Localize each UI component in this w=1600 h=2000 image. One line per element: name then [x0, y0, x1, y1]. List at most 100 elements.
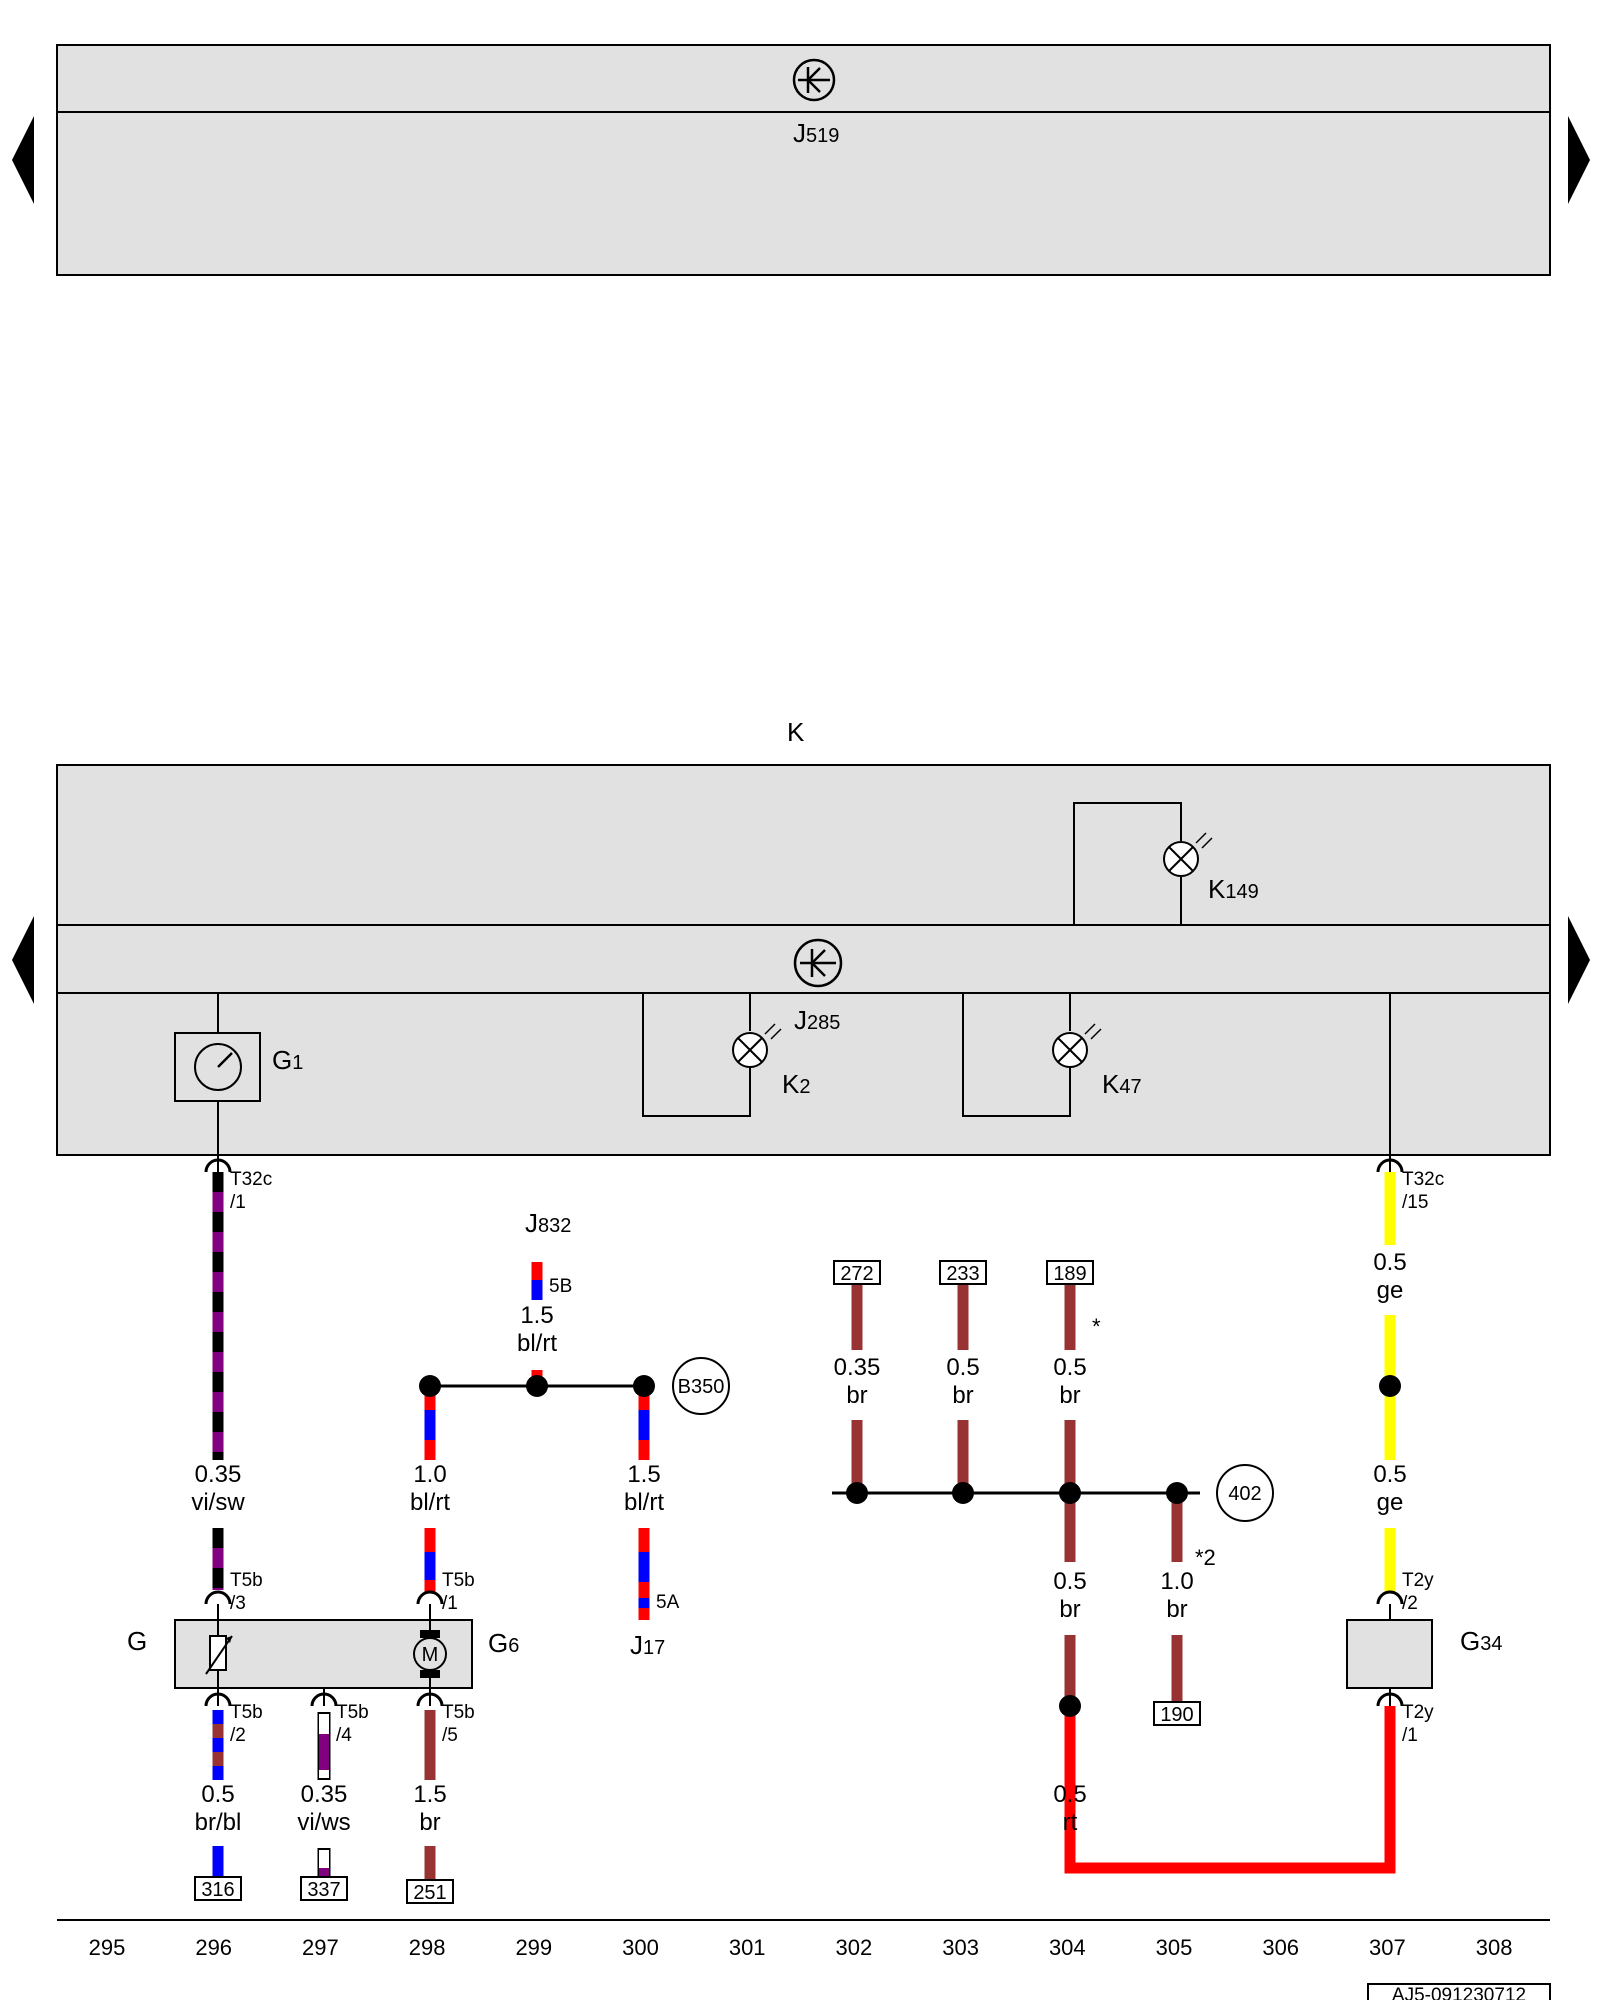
svg-text:br: br: [1059, 1596, 1080, 1623]
svg-text:/4: /4: [336, 1725, 352, 1746]
svg-text:T2y: T2y: [1402, 1702, 1434, 1723]
document-id-box: AJ5-091230712: [1367, 1983, 1551, 2000]
svg-text:0.5: 0.5: [1373, 1461, 1406, 1488]
column-number: 297: [302, 1935, 339, 1960]
column-number: 302: [836, 1935, 873, 1960]
lamp-icon: [732, 1023, 782, 1068]
svg-text:br: br: [1059, 1382, 1080, 1409]
g6-label: G6: [488, 1628, 519, 1658]
k149-label: K149: [1208, 874, 1259, 904]
svg-text:1.0: 1.0: [413, 1461, 446, 1488]
svg-text:0.35: 0.35: [301, 1781, 348, 1808]
column-number: 306: [1262, 1935, 1299, 1960]
connector-labels: T32c /1 T32c /15 T5b /3 T5b /1 T5b /2 T5…: [230, 1169, 1444, 1746]
k149-warning-lamp: [1073, 802, 1213, 925]
g1-label: G1: [272, 1045, 303, 1075]
splice-b350-badge: B350: [672, 1357, 730, 1415]
svg-text:T32c: T32c: [1402, 1169, 1444, 1190]
svg-text:5B: 5B: [549, 1276, 572, 1297]
g-g6-sender-unit: M: [174, 1619, 473, 1689]
connector-stems: [217, 1155, 1391, 1706]
svg-text:T5b: T5b: [230, 1702, 263, 1723]
svg-text:T5b: T5b: [230, 1570, 263, 1591]
svg-text:B350: B350: [678, 1376, 725, 1398]
column-number: 305: [1156, 1935, 1193, 1960]
j285-label: J285: [794, 1005, 840, 1035]
ref-box-190[interactable]: 190: [1153, 1701, 1201, 1726]
svg-text:1.5: 1.5: [627, 1461, 660, 1488]
k47-warning-lamp: [962, 993, 1102, 1117]
svg-text:1.0: 1.0: [1160, 1568, 1193, 1595]
page-next-arrow-icon[interactable]: [1568, 116, 1590, 204]
svg-text:189: 189: [1053, 1263, 1086, 1285]
ref-box-272[interactable]: 272: [833, 1260, 881, 1285]
g34-label: G34: [1460, 1626, 1502, 1656]
column-number: 308: [1476, 1935, 1513, 1960]
electronic-symbol-icon: [793, 938, 843, 988]
column-number: 304: [1049, 1935, 1086, 1960]
column-number: 296: [195, 1935, 232, 1960]
svg-text:bl/rt: bl/rt: [624, 1489, 664, 1516]
module-k: J285 K149 G1: [56, 764, 1551, 1156]
svg-text:0.5: 0.5: [1053, 1568, 1086, 1595]
gauge-icon: [194, 1043, 242, 1091]
svg-text:T5b: T5b: [442, 1570, 475, 1591]
svg-text:233: 233: [946, 1263, 979, 1285]
svg-text:0.5: 0.5: [946, 1354, 979, 1381]
svg-text:br: br: [846, 1382, 867, 1409]
svg-text:M: M: [422, 1644, 439, 1666]
page-prev-arrow-icon[interactable]: [12, 916, 34, 1004]
ref-box-189[interactable]: 189: [1046, 1260, 1094, 1285]
svg-text:/15: /15: [1402, 1192, 1428, 1213]
svg-text:/2: /2: [1402, 1593, 1418, 1614]
svg-text:vi/sw: vi/sw: [191, 1489, 245, 1516]
svg-text:vi/ws: vi/ws: [297, 1809, 350, 1836]
j832-label: J832: [525, 1208, 571, 1238]
svg-text:0.35: 0.35: [195, 1461, 242, 1488]
svg-text:0.5: 0.5: [201, 1781, 234, 1808]
svg-text:bl/rt: bl/rt: [517, 1330, 557, 1357]
svg-text:T32c: T32c: [230, 1169, 272, 1190]
electronic-symbol-icon: [792, 58, 836, 102]
k47-label: K47: [1102, 1069, 1142, 1099]
ref-box-233[interactable]: 233: [939, 1260, 987, 1285]
svg-text:402: 402: [1228, 1483, 1261, 1505]
svg-text:T2y: T2y: [1402, 1570, 1434, 1591]
column-number: 303: [942, 1935, 979, 1960]
svg-text:AJ5-091230712: AJ5-091230712: [1392, 1985, 1526, 2000]
svg-text:br: br: [1166, 1596, 1187, 1623]
svg-text:337: 337: [307, 1879, 340, 1901]
k-label: K: [787, 717, 805, 747]
svg-text:251: 251: [413, 1882, 446, 1904]
splice-points: [419, 1375, 1401, 1717]
svg-text:/3: /3: [230, 1593, 246, 1614]
k2-label: K2: [782, 1069, 810, 1099]
column-number: 299: [515, 1935, 552, 1960]
j519-label: J519: [793, 118, 839, 148]
motor-icon: M: [413, 1630, 447, 1678]
svg-text:br: br: [419, 1809, 440, 1836]
svg-text:316: 316: [201, 1879, 234, 1901]
svg-text:br/bl: br/bl: [195, 1809, 242, 1836]
svg-text:/5: /5: [442, 1725, 458, 1746]
ref-box-316[interactable]: 316: [194, 1876, 242, 1901]
column-number: 298: [409, 1935, 446, 1960]
svg-text:0.35: 0.35: [834, 1354, 881, 1381]
svg-text:T5b: T5b: [336, 1702, 369, 1723]
g34-sensor-box: [1346, 1619, 1433, 1689]
column-number: 307: [1369, 1935, 1406, 1960]
svg-text:272: 272: [840, 1263, 873, 1285]
wire-labels: 0.35 vi/sw 1.5 bl/rt 1.0 bl/rt 1.5 bl/rt…: [191, 1249, 1406, 1836]
page-prev-arrow-icon[interactable]: [12, 116, 34, 204]
splice-402-badge: 402: [1216, 1464, 1274, 1522]
svg-text:0.5: 0.5: [1053, 1781, 1086, 1808]
svg-text:/1: /1: [442, 1593, 458, 1614]
column-number: 301: [729, 1935, 766, 1960]
ref-box-337[interactable]: 337: [300, 1876, 348, 1901]
column-number: 295: [89, 1935, 126, 1960]
g-label: G: [127, 1626, 147, 1656]
page-next-arrow-icon[interactable]: [1568, 916, 1590, 1004]
ref-box-251[interactable]: 251: [406, 1879, 454, 1904]
